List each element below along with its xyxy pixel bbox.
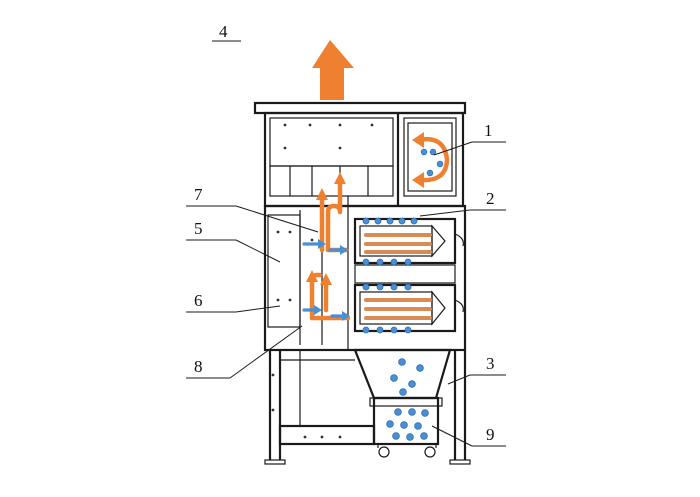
exhaust-arrow — [312, 40, 354, 100]
label-4: 4 — [219, 22, 228, 41]
fan-rotation-arrow — [412, 132, 450, 188]
label-9: 9 — [486, 425, 495, 444]
label-8: 8 — [194, 357, 203, 376]
label-7: 7 — [194, 185, 203, 204]
cabinet-frame — [253, 101, 471, 465]
label-2: 2 — [486, 189, 495, 208]
filter-rods — [364, 233, 432, 320]
label-3: 3 — [486, 354, 495, 373]
label-6: 6 — [194, 291, 203, 310]
leader-lines — [186, 141, 506, 447]
blue-flow-arrows — [302, 239, 350, 321]
dust-particles — [362, 217, 429, 441]
label-5: 5 — [194, 219, 203, 238]
label-1: 1 — [484, 121, 493, 140]
